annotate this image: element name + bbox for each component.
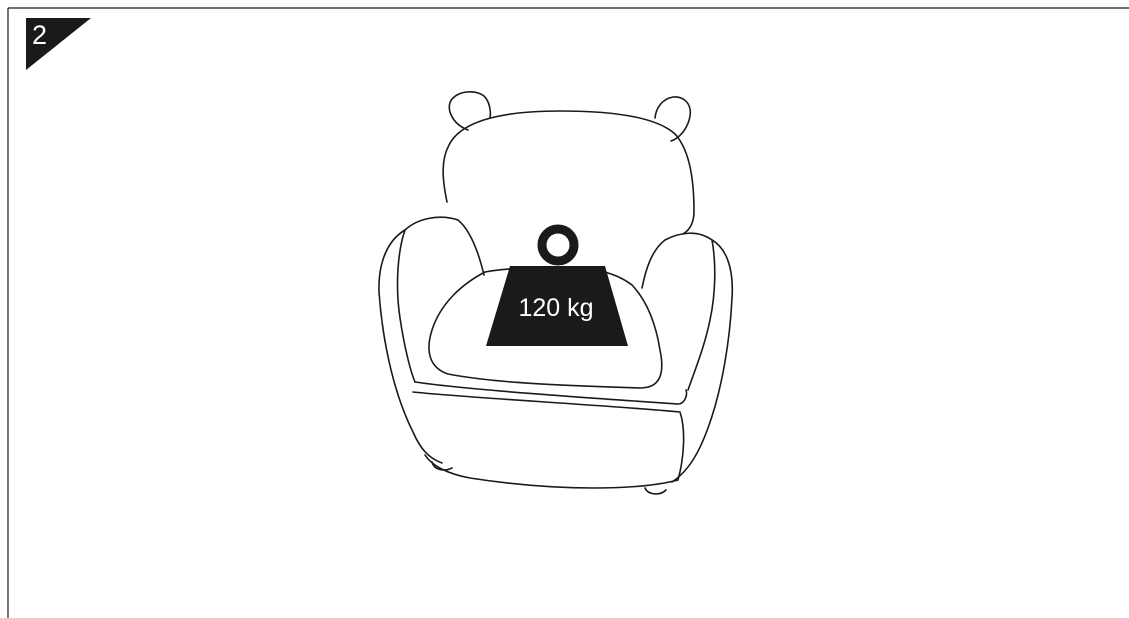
- left-ear: [449, 92, 490, 130]
- left-arm-top: [405, 217, 484, 275]
- weight-icon: 120 kg: [486, 229, 628, 346]
- right-arm-outer: [672, 240, 732, 482]
- weight-ring: [542, 229, 574, 261]
- left-arm-inner: [398, 230, 415, 382]
- right-arm-inner: [688, 240, 715, 390]
- weight-label: 120 kg: [518, 294, 593, 322]
- right-arm-top: [642, 233, 712, 288]
- seat-front-band: [413, 392, 684, 488]
- backrest: [443, 111, 694, 234]
- left-arm-outer: [379, 230, 442, 463]
- right-ear: [655, 97, 690, 141]
- right-foot: [645, 488, 666, 494]
